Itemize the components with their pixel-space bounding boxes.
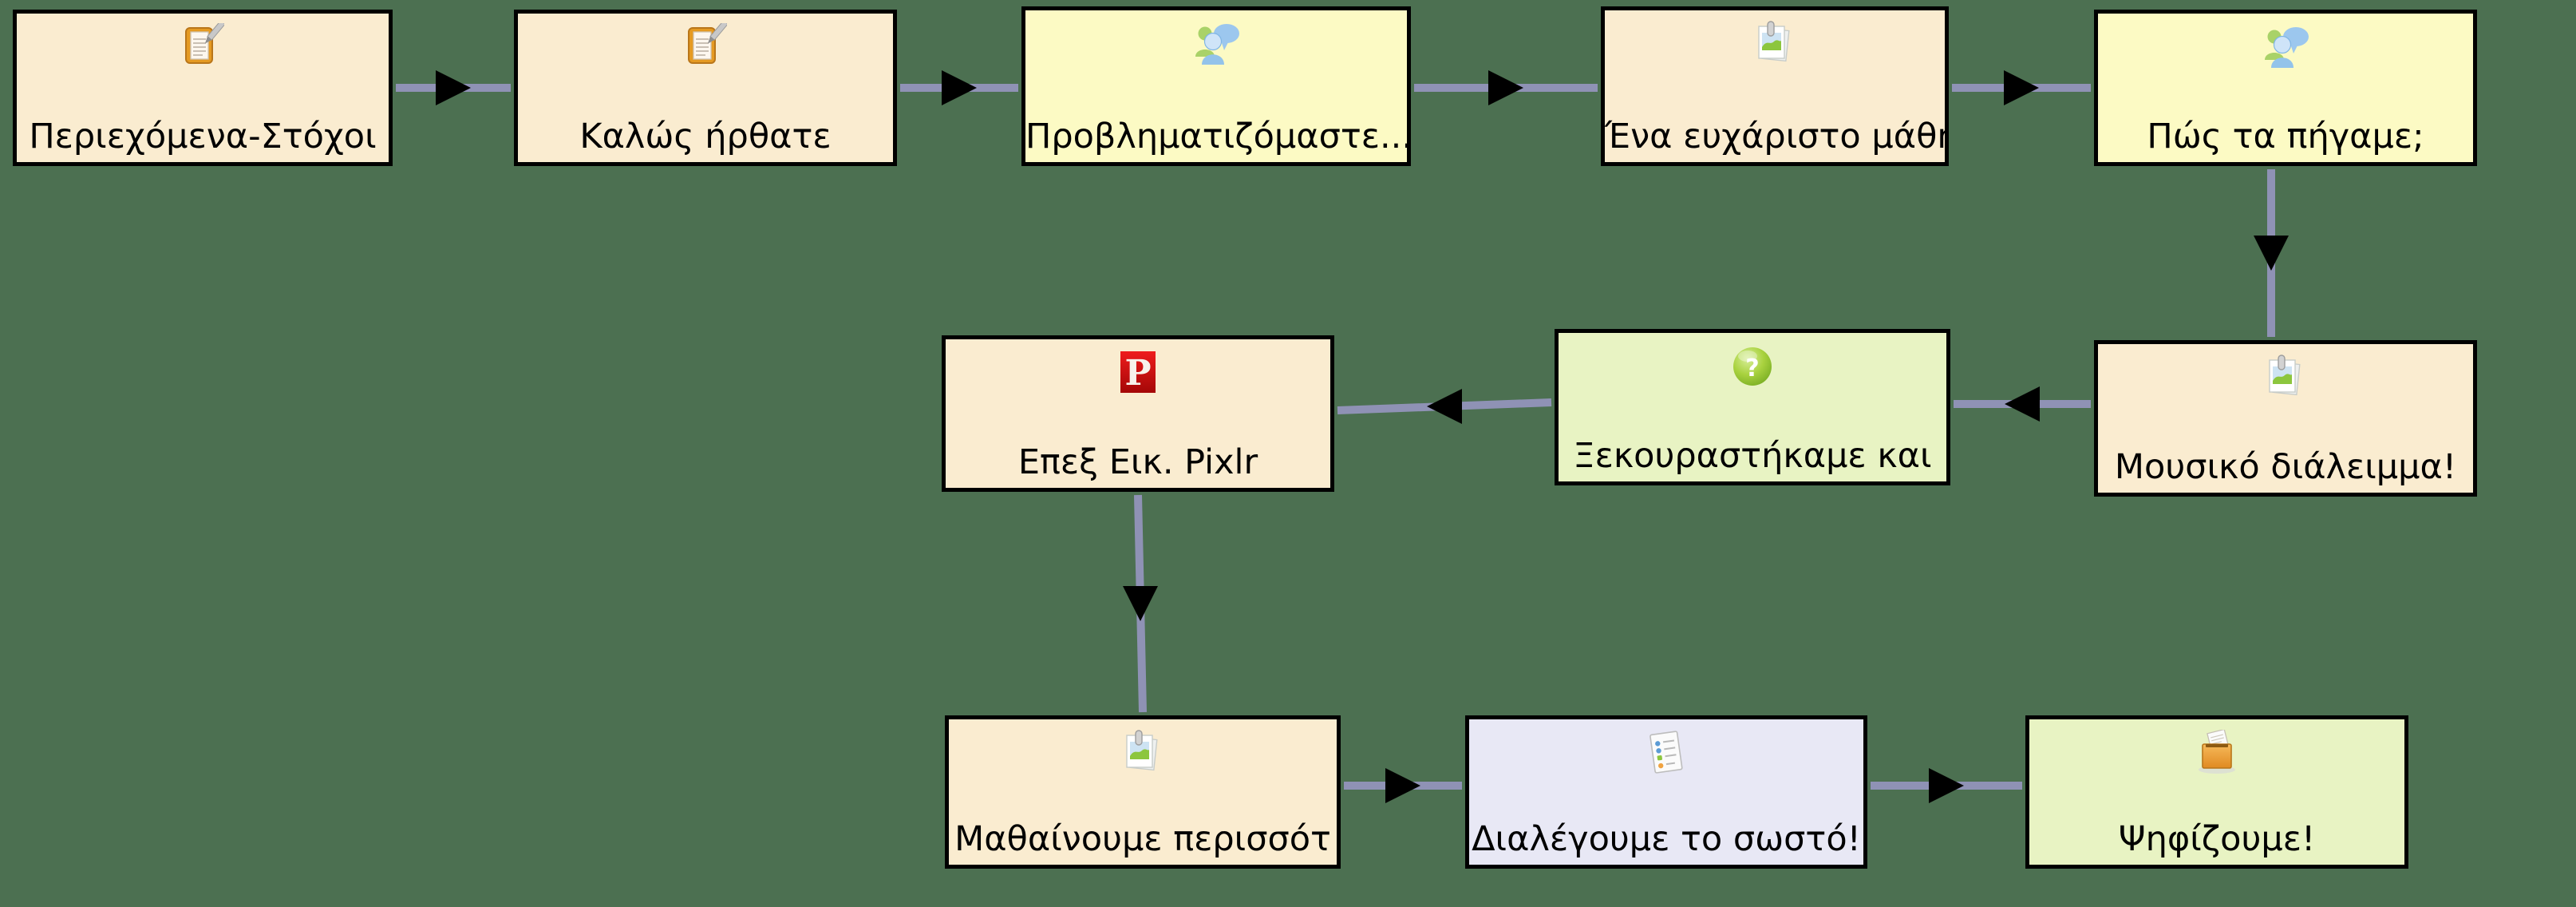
arrowhead-icon bbox=[2254, 236, 2289, 271]
node-n8[interactable]: P Επεξ Εικ. Pixlr bbox=[942, 335, 1334, 492]
edge-n8-to-n9 bbox=[1123, 494, 1158, 713]
page-image-icon bbox=[2098, 349, 2473, 406]
node-label: Μουσικό διάλειμμα! bbox=[2114, 447, 2457, 487]
node-label: Προβληματιζόμαστε... bbox=[1025, 117, 1407, 156]
node-label: Ψηφίζουμε! bbox=[2118, 819, 2316, 859]
page-image-icon bbox=[949, 724, 1337, 782]
arrowhead-icon bbox=[1427, 389, 1462, 424]
node-n3[interactable]: Προβληματιζόμαστε... bbox=[1021, 6, 1411, 166]
node-n10[interactable]: Διαλέγουμε το σωστό! bbox=[1465, 715, 1867, 869]
node-label: Διαλέγουμε το σωστό! bbox=[1472, 819, 1861, 859]
arrowhead-icon bbox=[2004, 70, 2039, 105]
ballot-box-icon bbox=[2029, 724, 2404, 782]
node-label: Ξεκουραστήκαμε και bbox=[1573, 436, 1932, 476]
node-label: Επεξ Εικ. Pixlr bbox=[1017, 442, 1258, 482]
node-label: Μαθαίνουμε περισσότ bbox=[954, 819, 1331, 859]
edge-n3-to-n4 bbox=[1414, 70, 1598, 105]
edge-n1-to-n2 bbox=[396, 70, 511, 105]
node-n5[interactable]: Πώς τα πήγαμε; bbox=[2094, 10, 2477, 166]
forum-people-icon bbox=[2098, 18, 2473, 76]
arrowhead-icon bbox=[2005, 386, 2040, 422]
node-n6[interactable]: Μουσικό διάλειμμα! bbox=[2094, 340, 2477, 497]
node-n7[interactable]: ? Ξεκουραστήκαμε και bbox=[1555, 329, 1950, 485]
arrowhead-icon bbox=[1929, 768, 1964, 803]
node-n11[interactable]: Ψηφίζουμε! bbox=[2025, 715, 2408, 869]
node-n4[interactable]: Ένα ευχάριστο μάθημ bbox=[1601, 6, 1949, 166]
edge-n2-to-n3 bbox=[900, 70, 1018, 105]
node-n9[interactable]: Μαθαίνουμε περισσότ bbox=[945, 715, 1341, 869]
quiz-checklist-icon bbox=[1469, 724, 1863, 782]
arrowhead-icon bbox=[1385, 768, 1420, 803]
edge-line bbox=[1337, 398, 1552, 414]
edge-n5-to-n6 bbox=[2254, 169, 2289, 337]
clipboard-pencil-icon bbox=[518, 18, 893, 76]
node-label: Ένα ευχάριστο μάθημ bbox=[1605, 117, 1945, 156]
arrowhead-icon bbox=[436, 70, 471, 105]
forum-people-icon bbox=[1025, 15, 1407, 73]
clipboard-pencil-icon bbox=[17, 18, 389, 76]
arrowhead-icon bbox=[942, 70, 977, 105]
edge-n6-to-n7 bbox=[1954, 386, 2091, 422]
node-n2[interactable]: Καλώς ήρθατε bbox=[514, 10, 897, 166]
node-label: Καλώς ήρθατε bbox=[579, 117, 832, 156]
svg-text:?: ? bbox=[1745, 354, 1759, 382]
page-image-icon bbox=[1605, 15, 1945, 73]
edge-n7-to-n8 bbox=[1337, 389, 1552, 424]
node-label: Πώς τα πήγαμε; bbox=[2147, 117, 2424, 156]
arrowhead-icon bbox=[1488, 70, 1523, 105]
edge-n10-to-n11 bbox=[1871, 768, 2022, 803]
question-mark-icon: ? bbox=[1559, 338, 1946, 395]
node-n1[interactable]: Περιεχόμενα-Στόχοι bbox=[13, 10, 393, 166]
arrowhead-icon bbox=[1123, 586, 1158, 621]
edge-line bbox=[1134, 494, 1147, 713]
edge-n4-to-n5 bbox=[1952, 70, 2091, 105]
node-label: Περιεχόμενα-Στόχοι bbox=[29, 117, 377, 156]
pixlr-p-icon: P bbox=[946, 344, 1330, 402]
svg-text:P: P bbox=[1124, 353, 1151, 394]
edge-n9-to-n10 bbox=[1344, 768, 1462, 803]
